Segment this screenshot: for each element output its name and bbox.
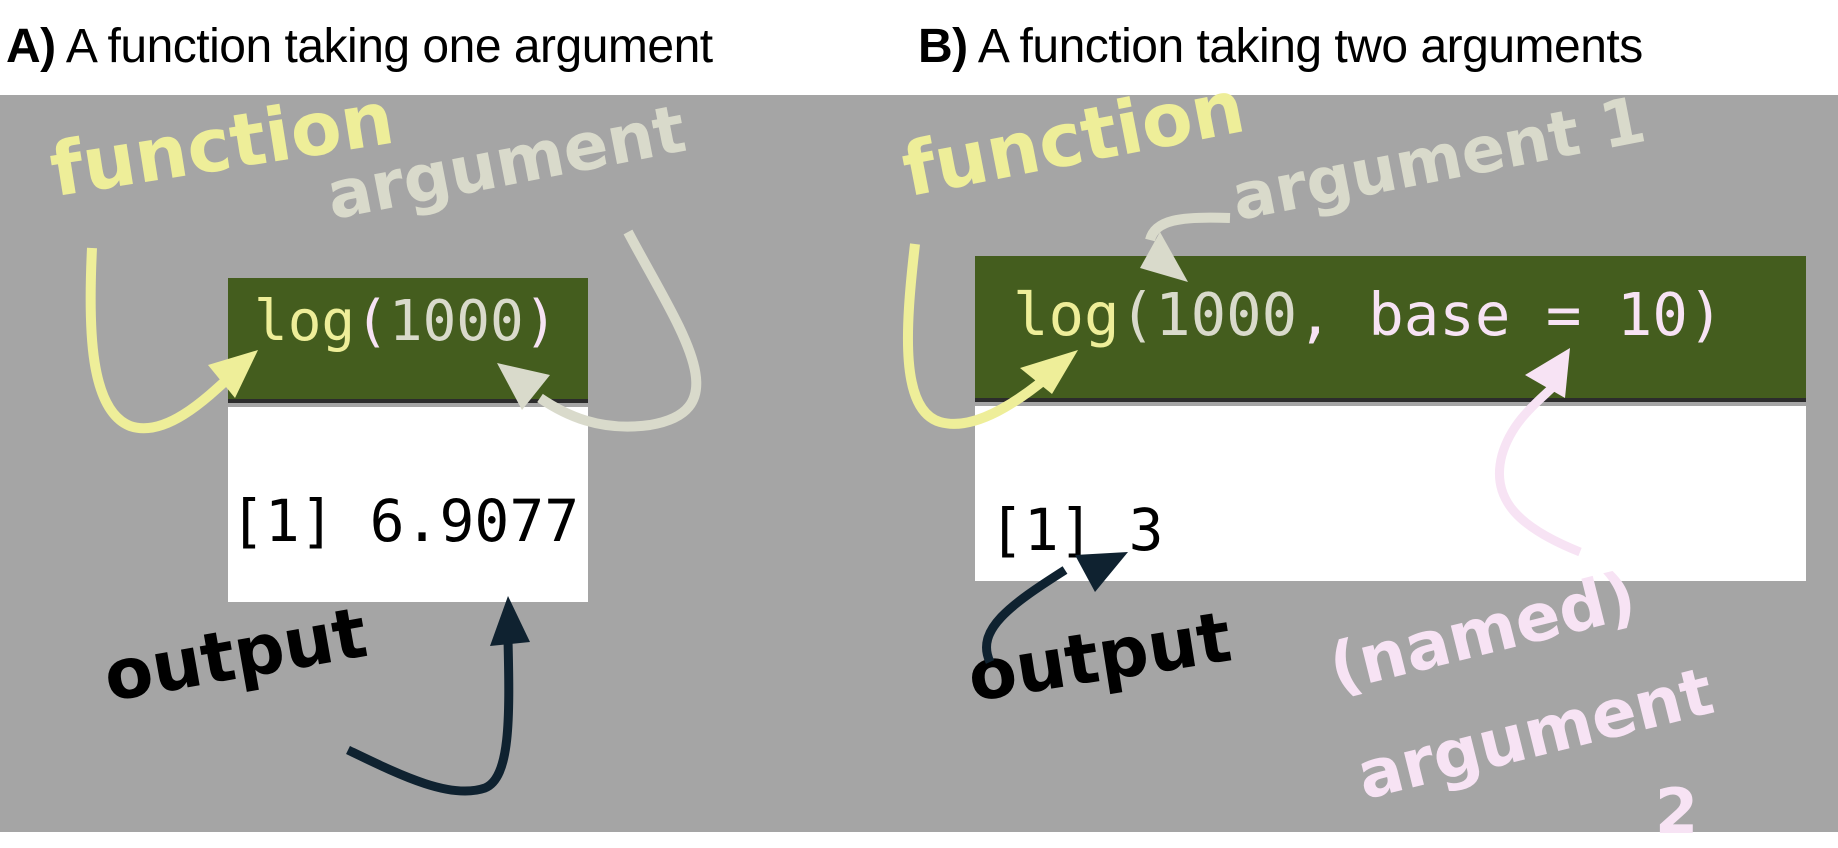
- open-paren: (: [355, 289, 389, 354]
- close-paren: ): [1687, 280, 1724, 349]
- panel-a-label: A): [6, 20, 56, 73]
- argument-value: 1000: [388, 289, 524, 354]
- panel-b-title-text: A function taking two arguments: [977, 20, 1643, 73]
- panel-a-code-output: [1] 6.9077: [228, 407, 588, 602]
- separator: ,: [1297, 280, 1369, 349]
- panel-a-code-input: log(1000): [228, 278, 588, 403]
- function-name: log: [1013, 280, 1120, 349]
- panel-a-title: A) A function taking one argument: [6, 14, 713, 84]
- panel-b-code-box: log(1000, base = 10) [1] 3: [975, 256, 1806, 581]
- panel-b-label: B): [918, 20, 968, 73]
- argument2-value: base = 10: [1368, 280, 1688, 349]
- panel-a-title-text: A function taking one argument: [65, 20, 713, 73]
- panel-a-code-box: log(1000) [1] 6.9077: [228, 278, 588, 602]
- open-paren: (: [1119, 280, 1156, 349]
- panel-b-code-output: [1] 3: [975, 406, 1806, 581]
- argument1-value: 1000: [1155, 280, 1298, 349]
- close-paren: ): [523, 289, 558, 354]
- panel-b-code-input: log(1000, base = 10): [975, 256, 1806, 402]
- function-name: log: [254, 289, 356, 354]
- annotation-argument2-number-b: 2: [1655, 775, 1699, 848]
- panel-b-title: B) A function taking two arguments: [918, 14, 1643, 84]
